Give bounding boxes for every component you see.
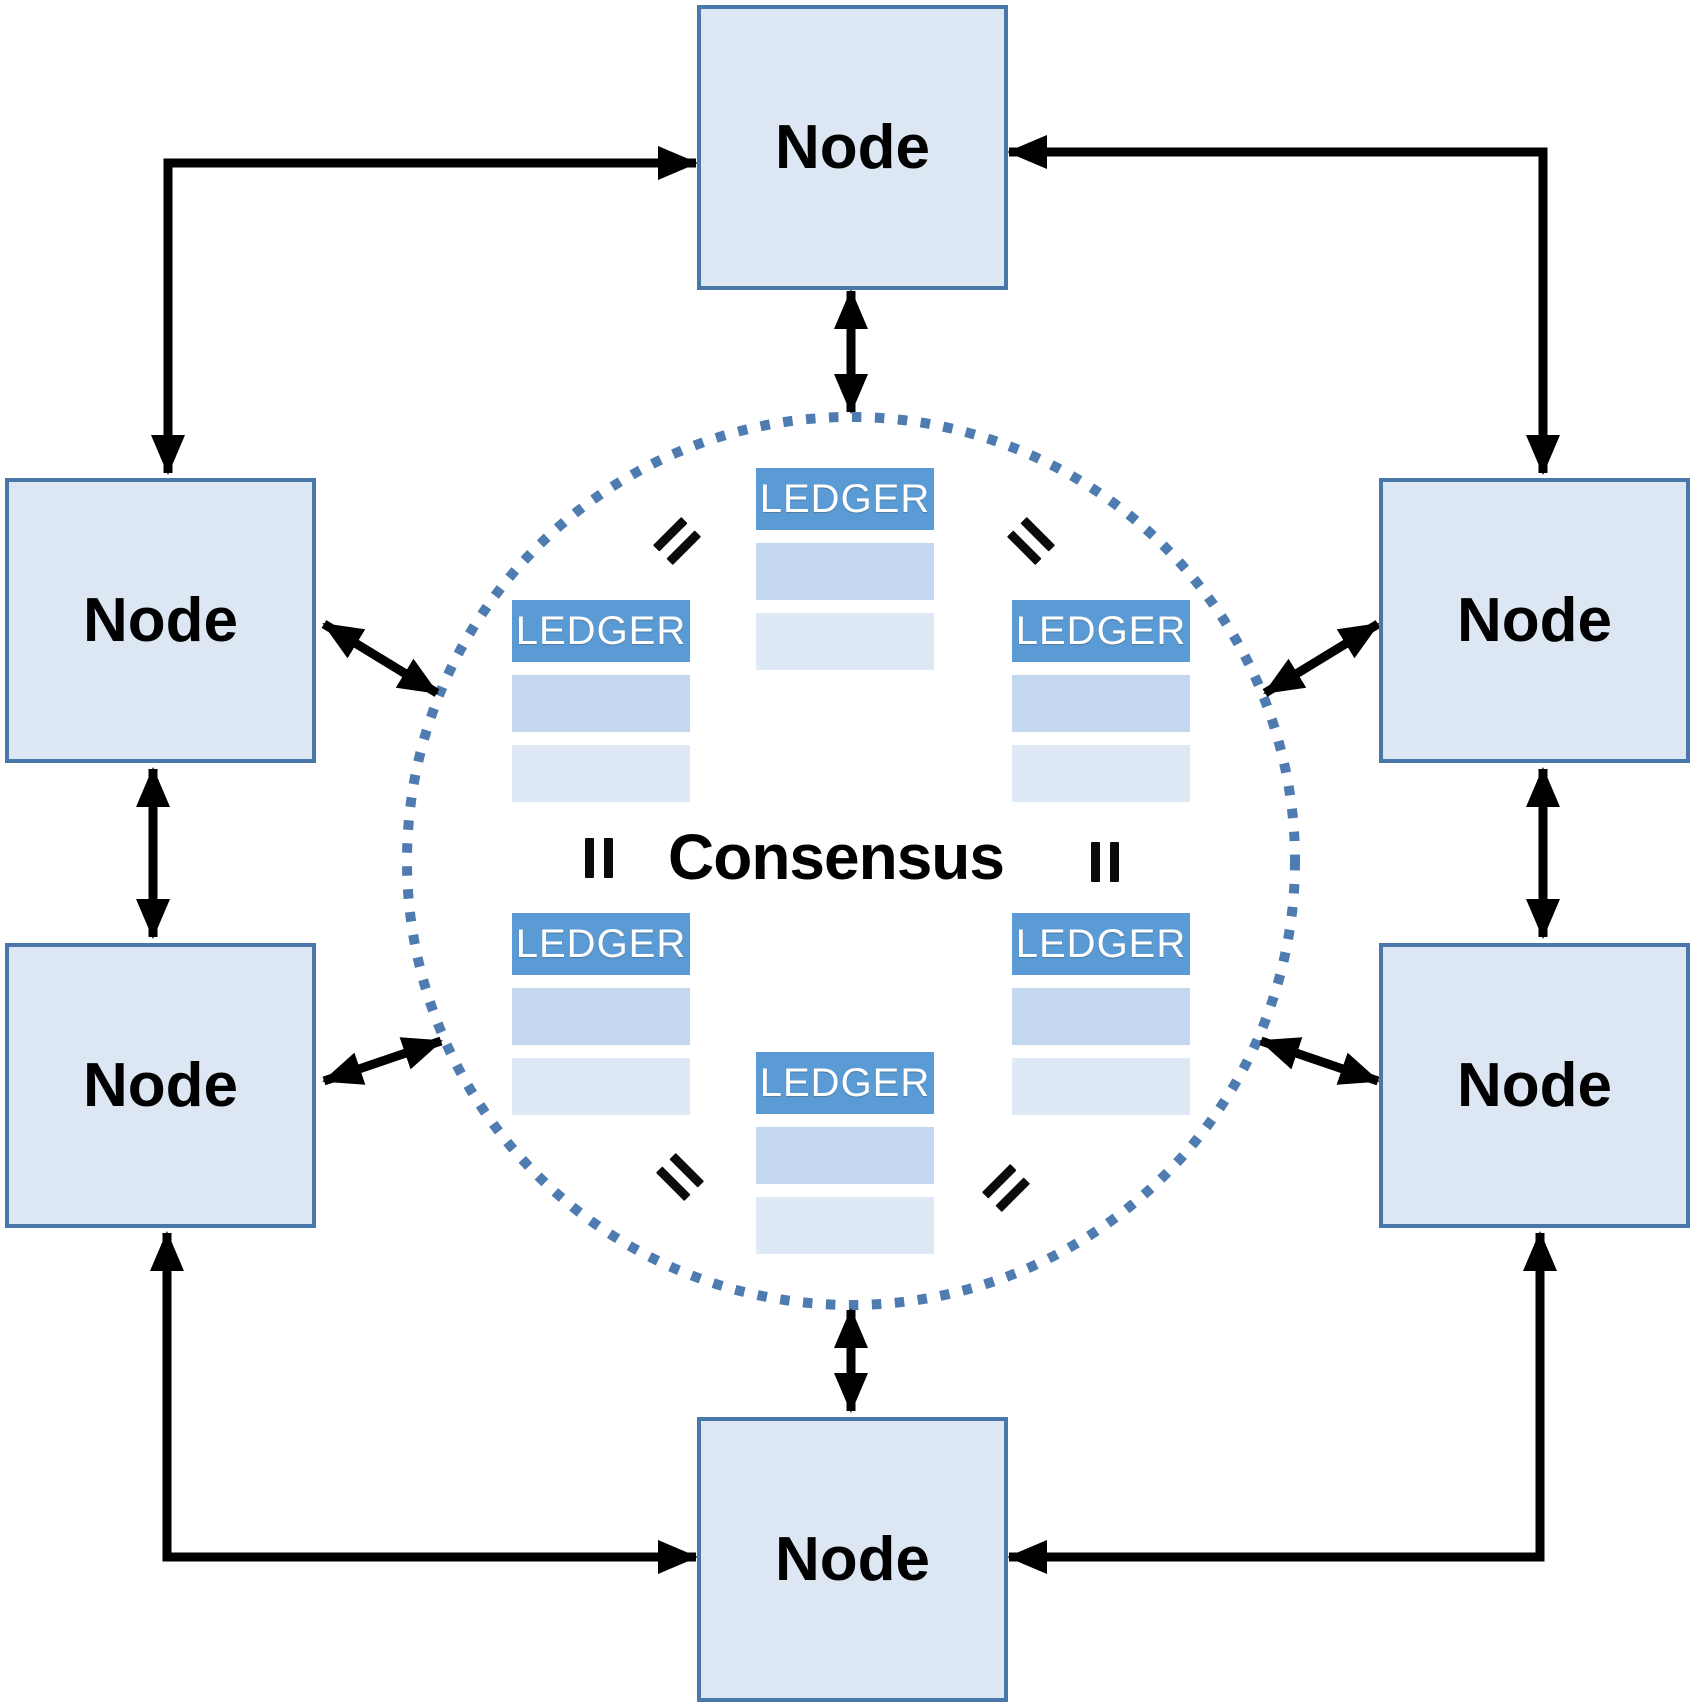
arrow-right-upper-to-circle — [1262, 620, 1381, 697]
ledger-header: LEDGER — [1012, 600, 1190, 662]
node-left-upper: Node — [5, 478, 316, 763]
ledger-upper-left: LEDGER — [512, 600, 690, 802]
arrow-bottom-to-left-lower — [150, 1231, 698, 1574]
ledger-header: LEDGER — [756, 1052, 934, 1114]
consensus-circle — [402, 412, 1300, 1310]
arrow-left-upper-to-circle — [321, 620, 440, 697]
ledger-row — [1012, 675, 1190, 732]
ledger-row — [756, 1197, 934, 1254]
ledger-header: LEDGER — [756, 468, 934, 530]
arrow-top-to-left-upper — [151, 146, 698, 475]
ledger-row — [1012, 988, 1190, 1045]
ledger-bottom: LEDGER — [756, 1052, 934, 1254]
ledger-header: LEDGER — [512, 600, 690, 662]
ledger-row — [1012, 745, 1190, 802]
arrow-right-lower-to-circle — [1259, 1036, 1380, 1086]
ledger-row — [1012, 1058, 1190, 1115]
consensus-label: Consensus — [668, 821, 1005, 893]
node-left-lower: Node — [5, 943, 316, 1228]
ledger-upper-right: LEDGER — [1012, 600, 1190, 802]
ledger-row — [512, 1058, 690, 1115]
node-top: Node — [697, 5, 1008, 290]
arrow-top-to-right-upper — [1007, 135, 1560, 475]
ledger-row — [756, 613, 934, 670]
node-right-lower: Node — [1379, 943, 1690, 1228]
ledger-header: LEDGER — [1012, 913, 1190, 975]
node-right-upper: Node — [1379, 478, 1690, 763]
ledger-row — [756, 543, 934, 600]
ledger-row — [512, 675, 690, 732]
ledger-top: LEDGER — [756, 468, 934, 670]
arrow-left-lower-to-circle — [322, 1036, 443, 1086]
node-bottom: Node — [697, 1417, 1008, 1702]
ledger-row — [512, 745, 690, 802]
ledger-header: LEDGER — [512, 913, 690, 975]
ledger-lower-left: LEDGER — [512, 913, 690, 1115]
ledger-row — [756, 1127, 934, 1184]
arrow-bottom-to-right-lower — [1007, 1231, 1557, 1574]
ledger-lower-right: LEDGER — [1012, 913, 1190, 1115]
ledger-row — [512, 988, 690, 1045]
